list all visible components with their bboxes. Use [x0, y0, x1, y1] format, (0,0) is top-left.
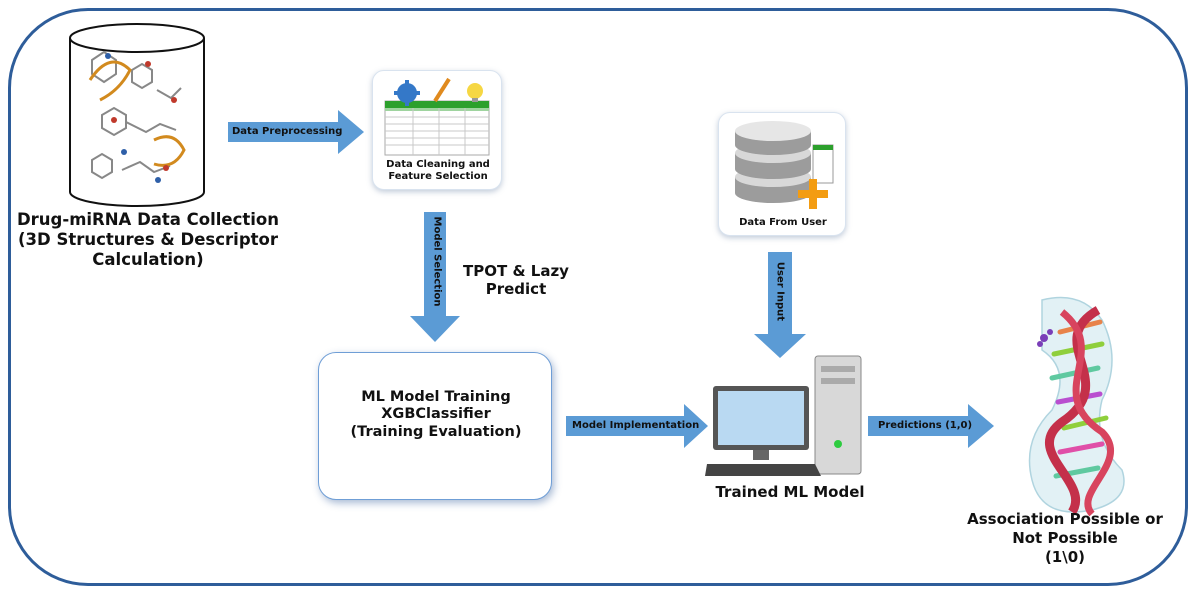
label-data-preprocessing: Data Preprocessing	[232, 126, 343, 137]
molecule-cylinder-icon	[69, 23, 205, 207]
rna-structure-icon	[1028, 296, 1125, 517]
label-model-implementation: Model Implementation	[572, 420, 700, 431]
label-predictions: Predictions (1,0)	[878, 420, 973, 431]
node-data-collection: Drug-miRNA Data Collection (3D Structure…	[16, 210, 280, 269]
database-icon	[735, 121, 834, 209]
user-data-card: Data From User	[718, 112, 846, 236]
node-data-cleaning: Data Cleaning and Feature Selection	[386, 159, 490, 182]
node-trained-model: Trained ML Model	[715, 483, 865, 501]
computer-icon	[705, 355, 862, 476]
arrow-implementation	[566, 404, 708, 448]
arrow-preprocessing	[228, 110, 364, 154]
spreadsheet-icon	[384, 77, 490, 156]
data-cleaning-card: Data Cleaning and Feature Selection	[372, 70, 502, 190]
diagram-frame	[8, 8, 1188, 586]
node-user-data: Data From User	[739, 217, 827, 228]
label-user-input: User Input	[774, 261, 786, 322]
arrow-user-input	[754, 252, 806, 358]
label-tpot-lazy-predict: TPOT & Lazy Predict	[463, 262, 569, 298]
node-model-training: ML Model Training XGBClassifier (Trainin…	[350, 389, 522, 440]
arrow-predictions	[868, 404, 994, 448]
label-model-selection: Model Selection	[431, 216, 443, 307]
arrow-model-selection	[410, 212, 460, 342]
node-result: Association Possible or Not Possible (1\…	[967, 510, 1163, 566]
training-box: ML Model Training XGBClassifier (Trainin…	[318, 352, 552, 500]
